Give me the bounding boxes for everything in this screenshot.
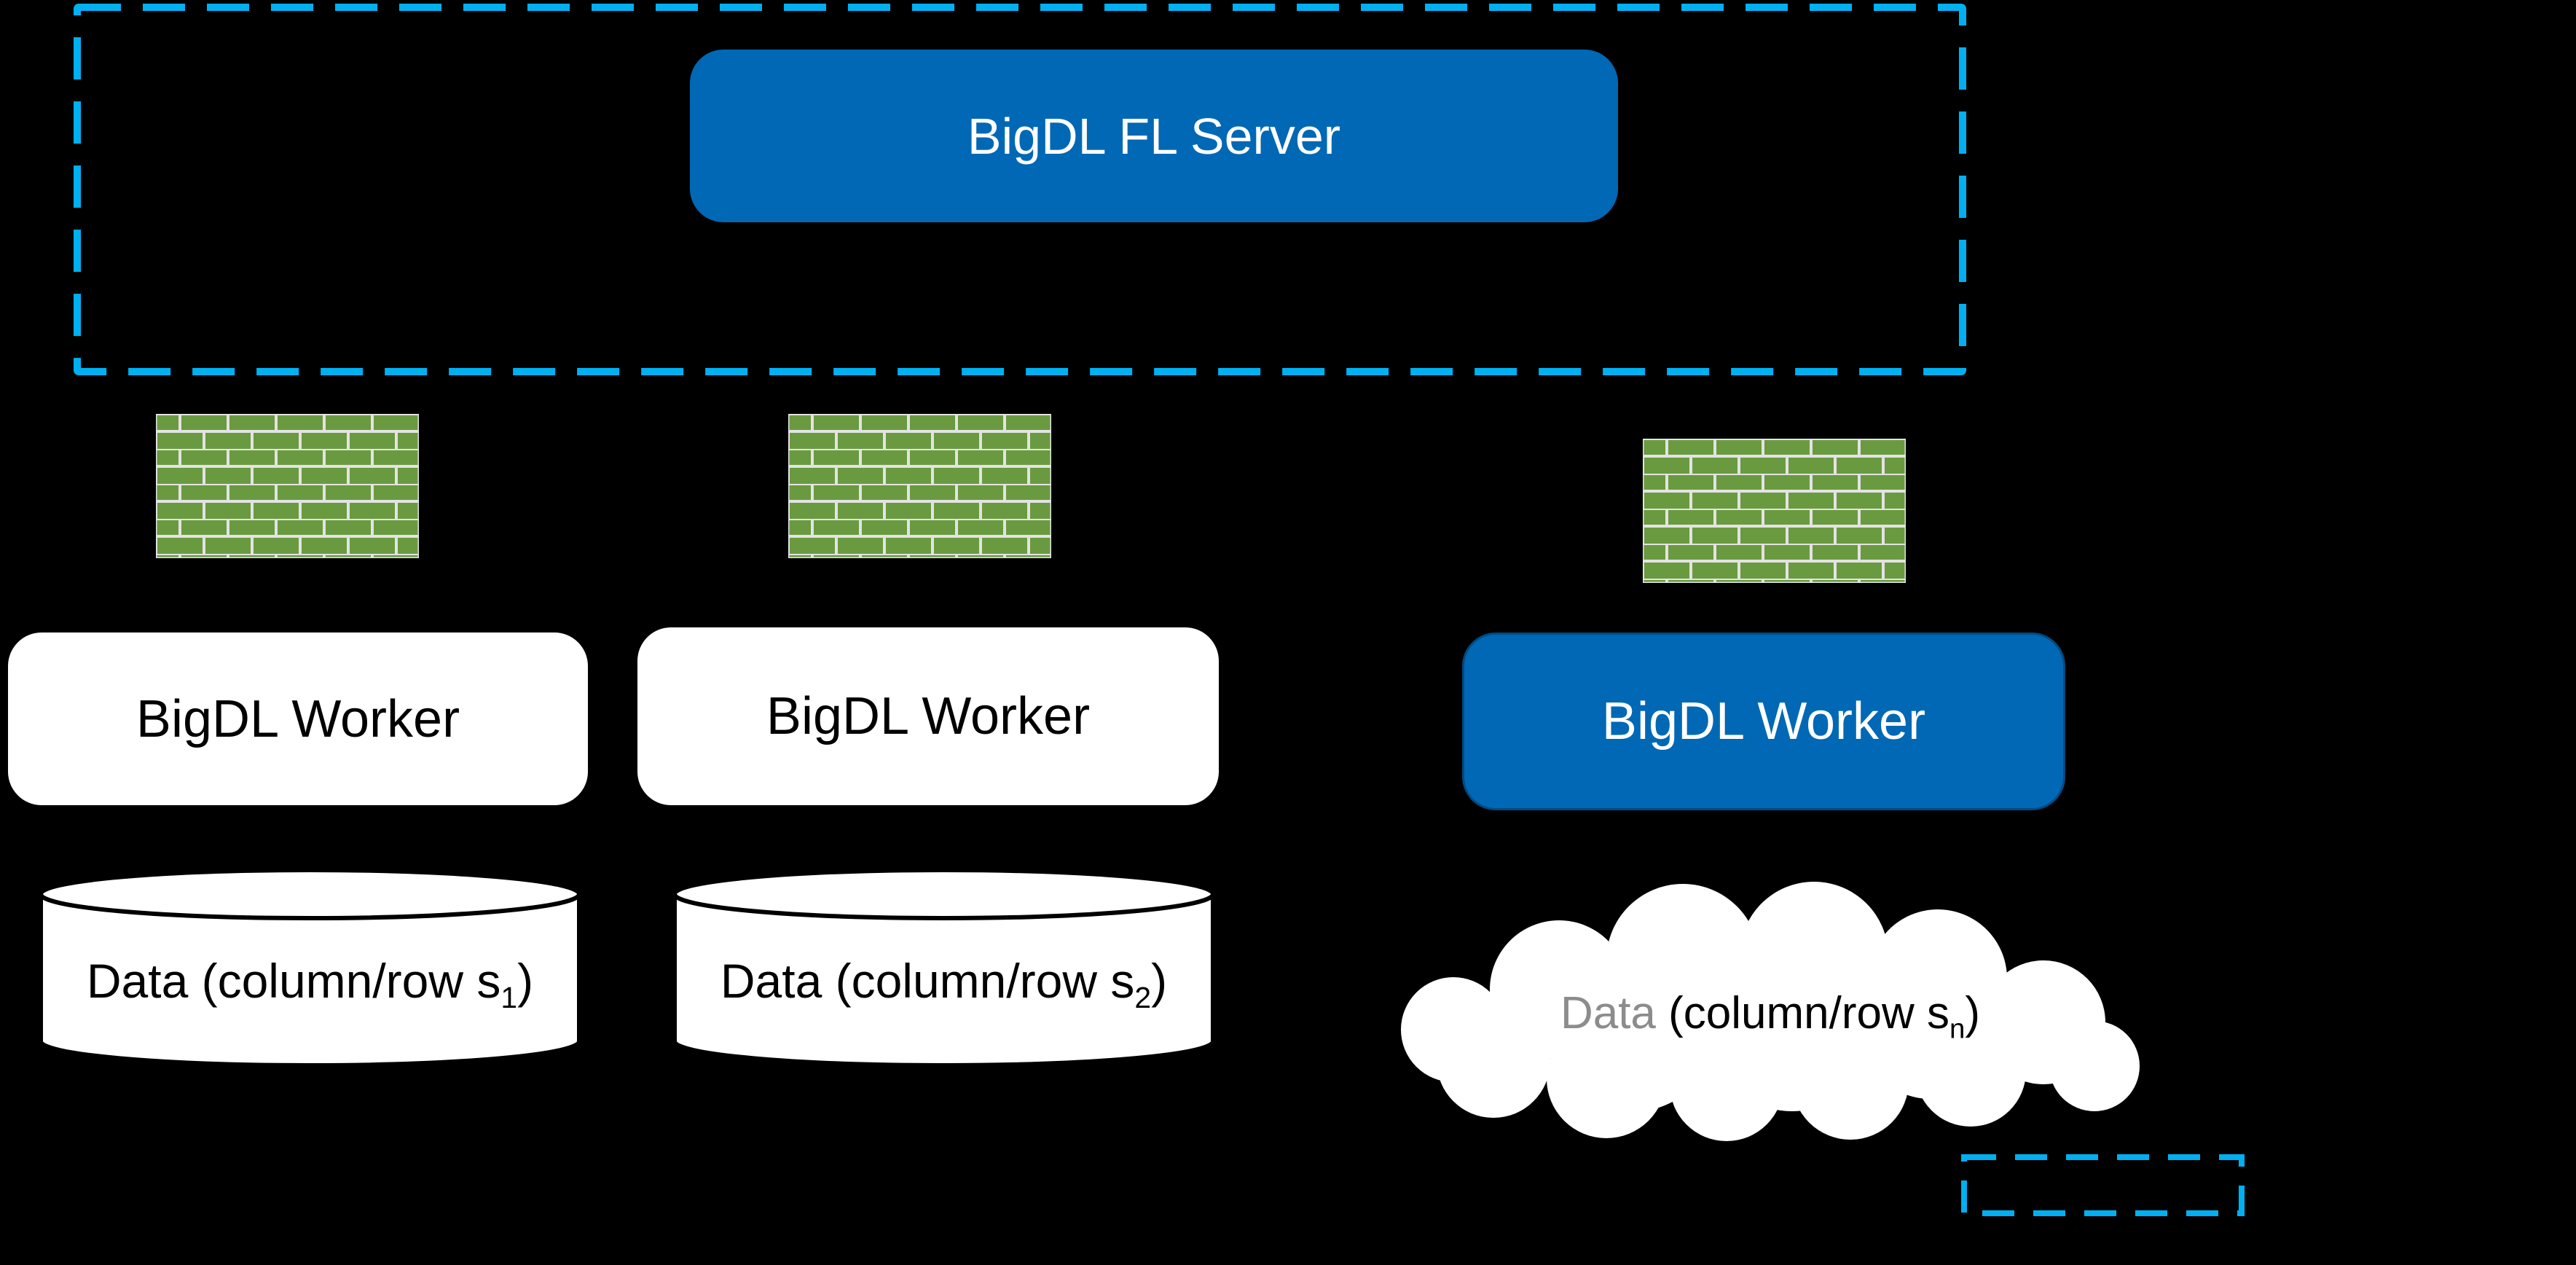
cloud-icon xyxy=(1401,882,2140,1141)
firewall-icon xyxy=(788,414,1051,558)
worker-node-2: BigDL Worker xyxy=(637,627,1219,805)
datastore-label-3: Data (column/row sn) xyxy=(1560,987,1981,1044)
worker-label: BigDL Worker xyxy=(1601,692,1926,751)
datastore-cylinder-1: Data (column/row s1) xyxy=(36,868,584,1068)
database-cylinder-icon xyxy=(39,868,581,1068)
database-cylinder-icon xyxy=(672,868,1215,1068)
datastore-cylinder-2: Data (column/row s2) xyxy=(670,868,1217,1068)
fl-server-label: BigDL FL Server xyxy=(967,107,1341,165)
fl-server-node: BigDL FL Server xyxy=(690,50,1618,222)
firewall-icon xyxy=(156,414,419,558)
worker-label: BigDL Worker xyxy=(136,689,460,748)
datastore-label-1: Data (column/row s1) xyxy=(86,953,534,1014)
datastore-cloud: Data (column/row sn) xyxy=(1384,880,2156,1143)
legend-dashed-box xyxy=(1961,1154,2245,1216)
server-boundary-dashed-box xyxy=(74,4,1966,375)
datastore-label-2: Data (column/row s2) xyxy=(720,953,1168,1014)
worker-node-3: BigDL Worker xyxy=(1462,632,2065,810)
firewall-icon xyxy=(1643,439,1906,583)
worker-label: BigDL Worker xyxy=(766,687,1091,745)
worker-node-1: BigDL Worker xyxy=(8,632,588,805)
